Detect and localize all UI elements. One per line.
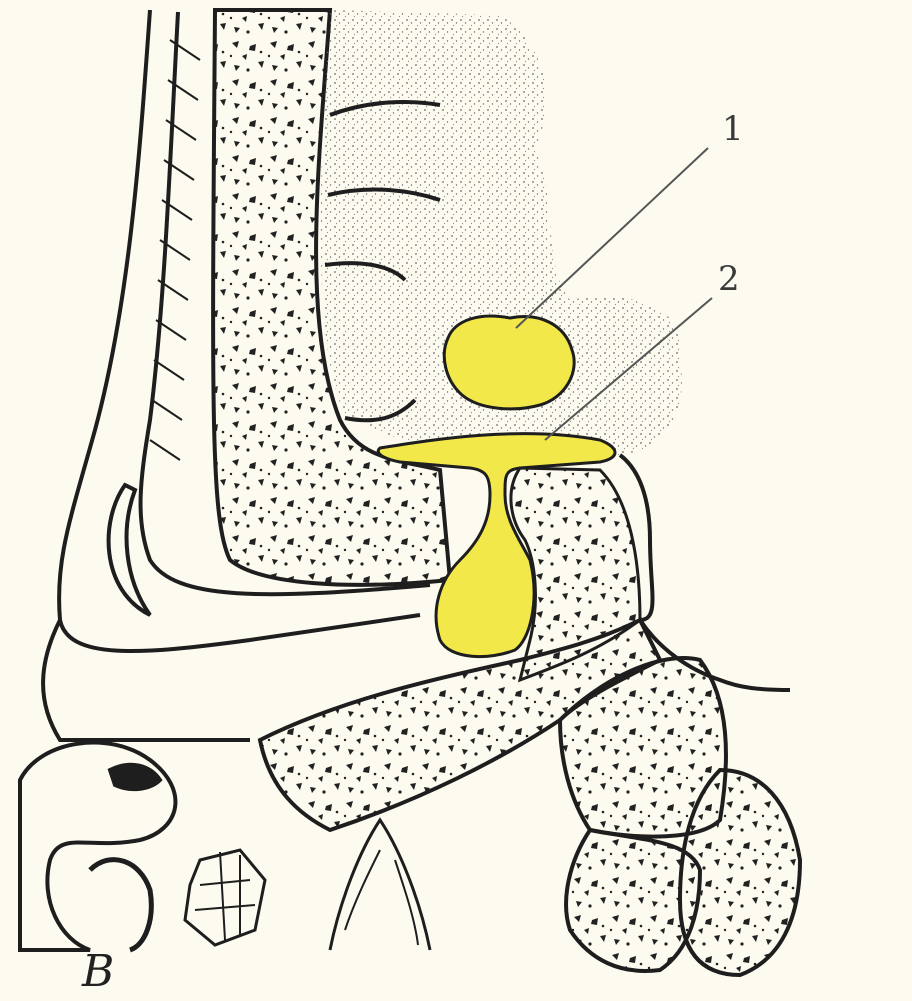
outer-crescent [109,485,150,615]
figure-caption: В [82,950,114,994]
label-2: 2 [718,259,740,299]
yellow-nodule [444,316,574,409]
label-1: 1 [722,109,744,149]
